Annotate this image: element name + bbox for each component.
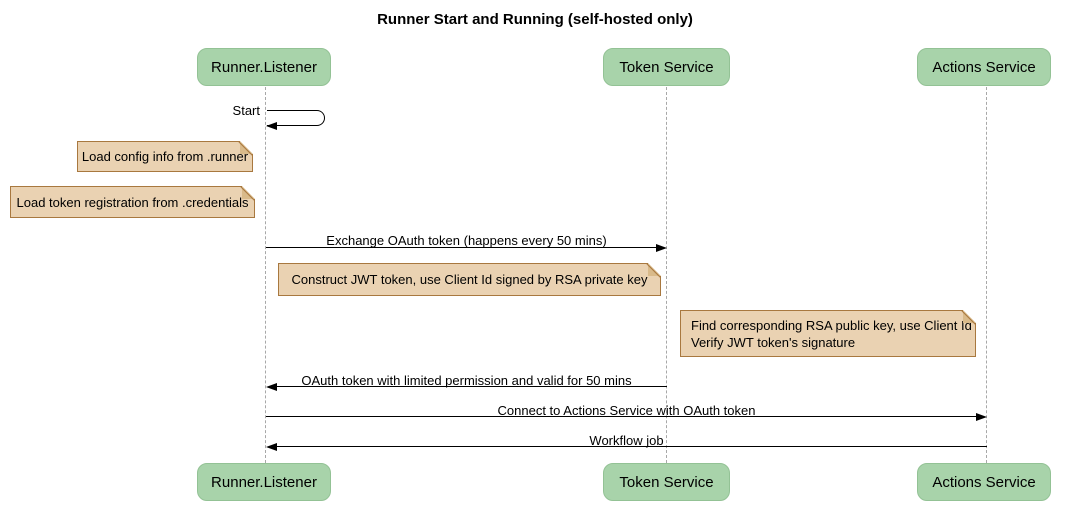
arrowhead-left-icon (266, 383, 277, 391)
participant-runner-listener-bottom: Runner.Listener (197, 463, 331, 501)
note-text: Load config info from .runner (81, 149, 249, 164)
note-text: Load token registration from .credential… (16, 194, 249, 210)
note-text: Construct JWT token, use Client Id signe… (291, 272, 648, 287)
participant-label: Runner.Listener (211, 58, 317, 76)
message-label-oauth-return: OAuth token with limited permission and … (301, 373, 632, 388)
arrowhead-right-icon (976, 413, 987, 421)
participant-actions-service-bottom: Actions Service (917, 463, 1051, 501)
participant-token-service-bottom: Token Service (603, 463, 730, 501)
note-find-rsa-key: Find corresponding RSA public key, use C… (680, 310, 976, 357)
self-message-loop (267, 110, 325, 126)
message-label-start: Start (232, 103, 260, 118)
arrowhead-left-icon (266, 443, 277, 451)
participant-token-service-top: Token Service (603, 48, 730, 86)
participant-actions-service-top: Actions Service (917, 48, 1051, 86)
lifeline-runner-listener (265, 87, 266, 463)
arrowhead-left-icon (266, 122, 277, 130)
participant-runner-listener-top: Runner.Listener (197, 48, 331, 86)
note-load-token-registration: Load token registration from .credential… (10, 186, 255, 218)
lifeline-actions-service (986, 87, 987, 463)
message-line-connect (266, 416, 976, 417)
participant-label: Actions Service (932, 473, 1036, 491)
note-text-line1: Find corresponding RSA public key, use C… (691, 317, 972, 333)
participant-label: Actions Service (932, 58, 1036, 76)
arrowhead-right-icon (656, 244, 667, 252)
message-line-workflow-job (277, 446, 987, 447)
note-construct-jwt: Construct JWT token, use Client Id signe… (278, 263, 661, 296)
participant-label: Runner.Listener (211, 473, 317, 491)
participant-label: Token Service (619, 473, 714, 491)
diagram-title: Runner Start and Running (self-hosted on… (377, 11, 693, 28)
message-label-workflow-job: Workflow job (589, 433, 664, 448)
participant-label: Token Service (619, 58, 714, 76)
lifeline-token-service (666, 87, 667, 463)
message-line-oauth-return (277, 386, 667, 387)
note-text-line2: Verify JWT token's signature (691, 334, 856, 350)
note-load-config: Load config info from .runner (77, 141, 253, 172)
message-label-exchange-oauth: Exchange OAuth token (happens every 50 m… (326, 233, 607, 248)
message-label-connect: Connect to Actions Service with OAuth to… (497, 403, 756, 418)
message-line-exchange-oauth (266, 247, 656, 248)
